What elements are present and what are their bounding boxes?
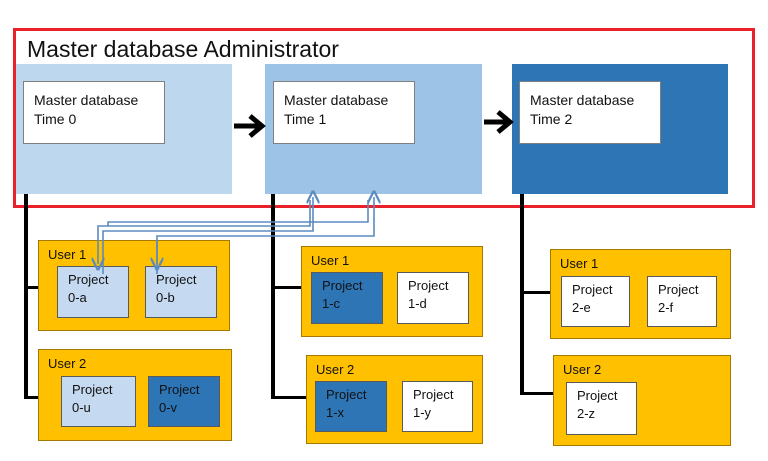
- project-2-f: Project 2-f: [647, 276, 717, 327]
- branch-line-2-user1: [520, 291, 550, 294]
- user-label: User 1: [560, 256, 599, 271]
- project-line1: Project: [572, 282, 613, 297]
- project-line2: 1-d: [408, 296, 427, 311]
- link-time1-to-project-0b: [107, 200, 369, 226]
- tree-line-time-0: [24, 194, 28, 398]
- project-line1: Project: [159, 382, 200, 397]
- project-line2: 0-a: [68, 290, 87, 305]
- master-database-time-2: Master database Time 2: [519, 81, 661, 144]
- project-0-a: Project 0-a: [57, 266, 129, 318]
- stage-line2: Time 2: [530, 111, 573, 127]
- stage-line1: Master database: [34, 92, 139, 108]
- project-0-u: Project 0-u: [61, 376, 136, 427]
- project-0-b: Project 0-b: [145, 266, 217, 318]
- arrow-time0-to-time1-icon: [234, 114, 266, 138]
- user-label: User 1: [48, 247, 87, 262]
- project-line2: 0-v: [159, 400, 178, 415]
- link-project-0a-to-time1: [102, 197, 313, 274]
- project-line1: Project: [322, 278, 363, 293]
- project-line1: Project: [413, 387, 454, 402]
- project-line1: Project: [68, 272, 109, 287]
- branch-line-2-user2: [520, 392, 553, 395]
- link-time1-to-project-0a: [98, 200, 311, 264]
- project-1-d: Project 1-d: [397, 272, 469, 324]
- project-line1: Project: [326, 387, 367, 402]
- stage-line1: Master database: [284, 92, 389, 108]
- diagram-title: Master database Administrator: [27, 36, 339, 62]
- administrator-frame: [13, 28, 755, 208]
- project-line2: 1-y: [413, 405, 432, 420]
- project-2-e: Project 2-e: [561, 276, 630, 327]
- project-1-c: Project 1-c: [311, 272, 383, 324]
- project-line2: 0-b: [156, 290, 175, 305]
- project-line2: 1-x: [326, 405, 345, 420]
- link-project-0b-to-time1: [156, 197, 374, 274]
- master-database-time-0: Master database Time 0: [23, 81, 165, 144]
- branch-line-1-user1: [271, 286, 301, 289]
- project-line1: Project: [408, 278, 449, 293]
- branch-line-0-user1: [24, 286, 38, 289]
- project-2-z: Project 2-z: [566, 382, 637, 435]
- project-line2: 0-u: [72, 400, 91, 415]
- stage-line2: Time 1: [284, 111, 327, 127]
- project-1-y: Project 1-y: [402, 381, 473, 432]
- project-line2: 2-f: [658, 300, 674, 315]
- stage-line1: Master database: [530, 92, 635, 108]
- tree-line-time-2: [520, 194, 524, 395]
- user-label: User 2: [563, 362, 602, 377]
- project-line1: Project: [658, 282, 699, 297]
- project-line2: 1-c: [322, 296, 341, 311]
- branch-line-1-user2: [271, 396, 306, 399]
- stage-line2: Time 0: [34, 111, 77, 127]
- project-line1: Project: [72, 382, 113, 397]
- project-line2: 2-e: [572, 300, 591, 315]
- user-label: User 2: [48, 356, 87, 371]
- tree-line-time-1: [271, 194, 275, 399]
- user-label: User 1: [311, 253, 350, 268]
- project-0-v: Project 0-v: [148, 376, 220, 427]
- project-1-x: Project 1-x: [315, 381, 387, 432]
- project-line1: Project: [156, 272, 197, 287]
- master-database-time-1: Master database Time 1: [273, 81, 415, 144]
- arrow-time1-to-time2-icon: [484, 110, 514, 134]
- user-label: User 2: [316, 362, 355, 377]
- branch-line-0-user2: [24, 396, 38, 399]
- project-line2: 2-z: [577, 406, 596, 421]
- project-line1: Project: [577, 388, 618, 403]
